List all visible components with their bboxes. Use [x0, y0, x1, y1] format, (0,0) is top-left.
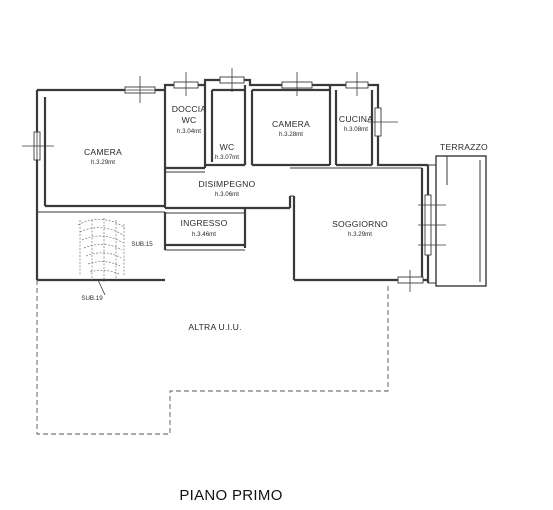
grid-ticks — [22, 68, 446, 292]
soggiorno-name: SOGGIORNO — [332, 219, 388, 229]
cucina-name: CUCINA — [339, 114, 373, 124]
disimpegno-height: h.3.06mt — [215, 191, 239, 198]
terrazzo-outline — [435, 155, 487, 287]
disimpegno-name: DISIMPEGNO — [199, 179, 256, 189]
sub15-label: SUB.15 — [131, 241, 153, 248]
ingresso-name: INGRESSO — [181, 218, 228, 228]
wc-height: h.3.07mt — [215, 154, 239, 161]
terrazzo-name: TERRAZZO — [440, 142, 488, 152]
doccia-name-line2: WC — [182, 115, 197, 125]
camera1-height: h.3.29mt — [91, 159, 115, 166]
camera2-height: h.3.28mt — [279, 131, 303, 138]
altra-uiu-boundary — [36, 280, 389, 435]
wc-name: WC — [220, 142, 235, 152]
soggiorno-height: h.3.29mt — [348, 231, 372, 238]
camera1-name: CAMERA — [84, 147, 122, 157]
sub19-leader — [97, 279, 106, 296]
interior-walls — [37, 85, 424, 280]
window-soggiorno-bottom — [397, 276, 424, 284]
doccia-name-line1: DOCCIA — [172, 104, 207, 114]
sub19-label: SUB.19 — [81, 295, 103, 302]
plan-title: PIANO PRIMO — [179, 487, 282, 504]
cucina-height: h.3.08mt — [344, 126, 368, 133]
staircase — [77, 218, 126, 296]
doccia-height: h.3.04mt — [177, 128, 201, 135]
ingresso-height: h.3.46mt — [192, 231, 216, 238]
terrazzo — [428, 155, 487, 287]
camera2-name: CAMERA — [272, 119, 310, 129]
altra-uiu-label: ALTRA U.I.U. — [188, 322, 241, 332]
